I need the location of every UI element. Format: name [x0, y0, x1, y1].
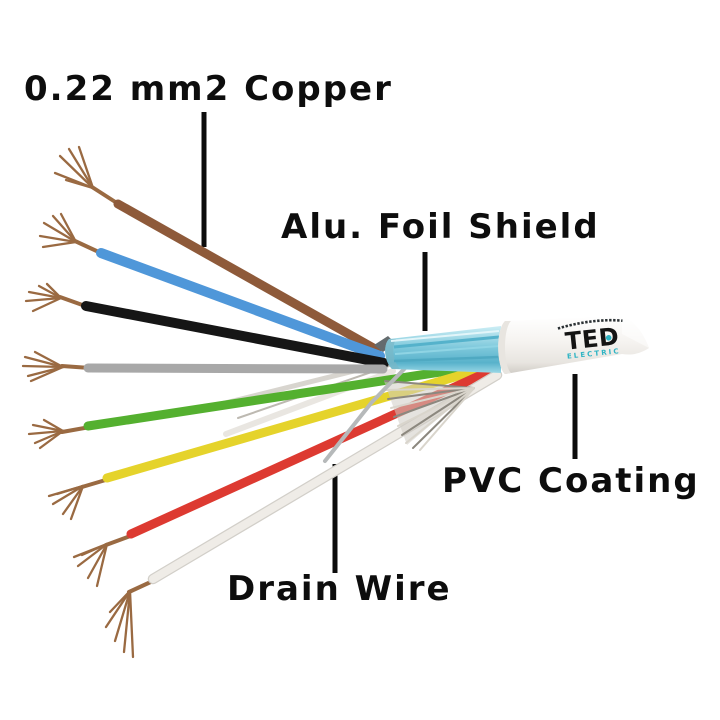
- copper-strands: [53, 145, 122, 207]
- wire-black: [24, 282, 389, 368]
- label-alu-foil-shield: Alu. Foil Shield: [281, 207, 600, 247]
- brand-tagline-smalltext: [557, 318, 623, 330]
- label-copper-conductor: 0.22 mm2 Copper: [24, 69, 393, 109]
- wire-insulation: [113, 199, 382, 355]
- brand-logo: TED ELECTRIC: [557, 318, 623, 361]
- wire-blue: [38, 212, 385, 361]
- wire-insulation: [83, 364, 465, 431]
- brand-logo-dot: [605, 334, 612, 341]
- copper-strands: [21, 350, 92, 383]
- label-pvc-coating: PVC Coating: [442, 461, 700, 501]
- copper-strands: [47, 477, 111, 521]
- copper-strands: [72, 533, 135, 588]
- wire-brown: [53, 145, 382, 355]
- wire-grey: [21, 350, 388, 383]
- wire-insulation: [83, 363, 388, 374]
- wire-insulation: [81, 301, 389, 368]
- copper-strands: [38, 212, 105, 256]
- pvc-jacket: [498, 316, 649, 374]
- label-drain-wire: Drain Wire: [227, 569, 452, 609]
- callout-lines: [201, 112, 578, 573]
- copper-strands: [24, 282, 90, 313]
- foil-strand-fan: [384, 380, 475, 451]
- wire-green: [27, 364, 465, 450]
- foil-shield: [374, 326, 501, 373]
- copper-strands: [27, 418, 92, 450]
- wire-insulation: [96, 248, 385, 361]
- drain-wire: [323, 357, 416, 463]
- copper-strands: [104, 578, 157, 659]
